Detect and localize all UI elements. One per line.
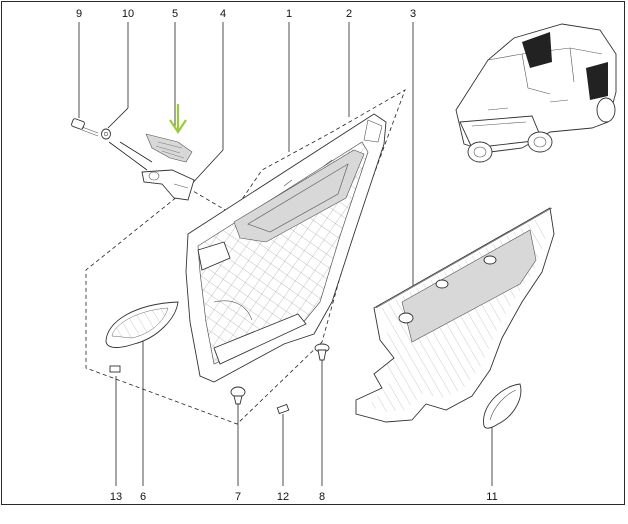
callout-13: 13 <box>110 491 122 503</box>
callout-6: 6 <box>140 491 146 503</box>
part-11-pad <box>483 383 522 429</box>
diagram-frame: 9 10 5 4 1 2 3 13 6 7 12 8 11 <box>1 1 625 505</box>
callout-5: 5 <box>172 8 178 20</box>
callout-4: 4 <box>220 8 226 20</box>
part-1-door-trim-panel <box>185 113 387 383</box>
part-9-bolt <box>71 118 99 137</box>
vehicle-location-illustration <box>455 23 617 163</box>
exploded-parts-diagram: 9 10 5 4 1 2 3 13 6 7 12 8 11 <box>71 8 617 503</box>
callout-9: 9 <box>76 8 82 20</box>
part-5-handle-cover <box>145 133 193 163</box>
leader-lines <box>78 22 493 486</box>
callout-2: 2 <box>346 8 352 20</box>
part-2-trim-strip <box>283 119 383 187</box>
callout-3: 3 <box>410 8 416 20</box>
callout-10: 10 <box>122 8 134 20</box>
callout-group-bottom: 13 6 7 12 8 11 <box>110 491 498 503</box>
part-3-insulation-panel <box>355 207 555 423</box>
part-7-push-fastener <box>230 386 246 405</box>
callout-group-top: 9 10 5 4 1 2 3 <box>76 8 416 20</box>
part-6-speaker-grille <box>105 301 179 348</box>
callout-7: 7 <box>235 491 241 503</box>
part-13-clip <box>109 365 121 373</box>
callout-12: 12 <box>277 491 289 503</box>
part-8-retaining-clip <box>314 343 330 361</box>
highlight-arrow <box>169 104 187 134</box>
callout-11: 11 <box>486 491 497 503</box>
part-10-washer <box>101 128 111 140</box>
part-4-door-handle <box>141 169 195 201</box>
callout-1: 1 <box>286 8 292 20</box>
callout-8: 8 <box>319 491 325 503</box>
part-12-clip <box>276 403 290 415</box>
